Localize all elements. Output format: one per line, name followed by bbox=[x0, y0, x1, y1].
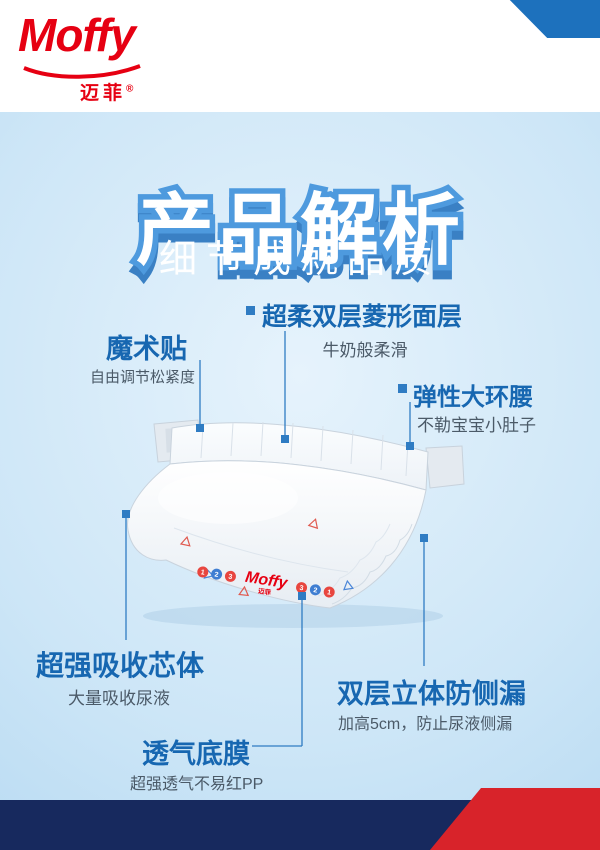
feature-title-surface: 超柔双层菱形面层 bbox=[262, 303, 463, 331]
badge-number: 2 bbox=[313, 587, 318, 595]
badge-number: 2 bbox=[214, 571, 219, 579]
badge-circle bbox=[211, 568, 223, 580]
page-subtitle: 细节成就品质 bbox=[158, 239, 441, 281]
feature-desc-velcro: 自由调节松紧度 bbox=[90, 369, 196, 386]
leak-guard-ruffle-inner bbox=[317, 523, 391, 597]
badge-number: 1 bbox=[327, 589, 332, 597]
feature-desc-surface: 牛奶般柔滑 bbox=[322, 341, 408, 360]
badge-number: 1 bbox=[200, 569, 205, 577]
feature-desc-core: 大量吸收尿液 bbox=[68, 689, 170, 708]
badge-circle bbox=[323, 586, 335, 598]
page-title: 产品解析 bbox=[0, 168, 600, 289]
diaper-brand-chinese: 迈菲 bbox=[257, 586, 272, 597]
registered-mark: ® bbox=[126, 83, 134, 95]
feature-title-velcro: 魔术贴 bbox=[106, 334, 187, 364]
brand-wordmark: Moffy bbox=[18, 9, 136, 61]
waistband-pleats bbox=[200, 421, 409, 477]
diaper-brand-wordmark: Moffy bbox=[244, 569, 290, 593]
feature-title-waist: 弹性大环腰 bbox=[413, 384, 533, 411]
brand-swoosh-icon bbox=[23, 64, 141, 79]
badge-circle bbox=[309, 584, 321, 596]
badge-number: 3 bbox=[228, 574, 233, 582]
badge-circle bbox=[197, 566, 209, 578]
bullet-square-icon bbox=[398, 384, 407, 393]
badge-number: 3 bbox=[299, 585, 304, 593]
badge-circle bbox=[296, 582, 308, 594]
corner-accent-shape bbox=[509, 0, 600, 38]
diaper-product-image: 1 2 3 Moffy 迈菲 3 2 1 bbox=[127, 419, 465, 628]
feature-title-core: 超强吸收芯体 bbox=[36, 650, 205, 681]
brand-logo: Moffy 迈菲® bbox=[18, 9, 141, 104]
bullet-square-icon bbox=[246, 306, 255, 315]
header: Moffy 迈菲® bbox=[0, 0, 600, 112]
triangle-pattern bbox=[179, 518, 354, 597]
brand-chinese-name: 迈菲® bbox=[80, 78, 133, 105]
feature-desc-leak: 加高5cm，防止尿液侧漏 bbox=[338, 716, 513, 733]
footer-red-accent bbox=[430, 788, 600, 850]
feature-title-leak: 双层立体防侧漏 bbox=[337, 679, 526, 709]
product-shadow bbox=[143, 604, 443, 628]
front-crease bbox=[173, 527, 349, 573]
leak-guard-ruffle bbox=[331, 523, 413, 605]
feature-desc-waist: 不勒宝宝小肚子 bbox=[417, 416, 536, 435]
brand-chinese-text: 迈菲 bbox=[80, 83, 127, 104]
front-logo-strip: 1 2 3 Moffy 迈菲 3 2 1 bbox=[197, 566, 335, 598]
feature-title-film: 透气底膜 bbox=[142, 739, 250, 769]
right-velcro-tab bbox=[425, 445, 465, 489]
body-highlight bbox=[158, 472, 298, 524]
badge-circle bbox=[224, 570, 236, 582]
feature-desc-film: 超强透气不易红PP bbox=[130, 776, 264, 793]
